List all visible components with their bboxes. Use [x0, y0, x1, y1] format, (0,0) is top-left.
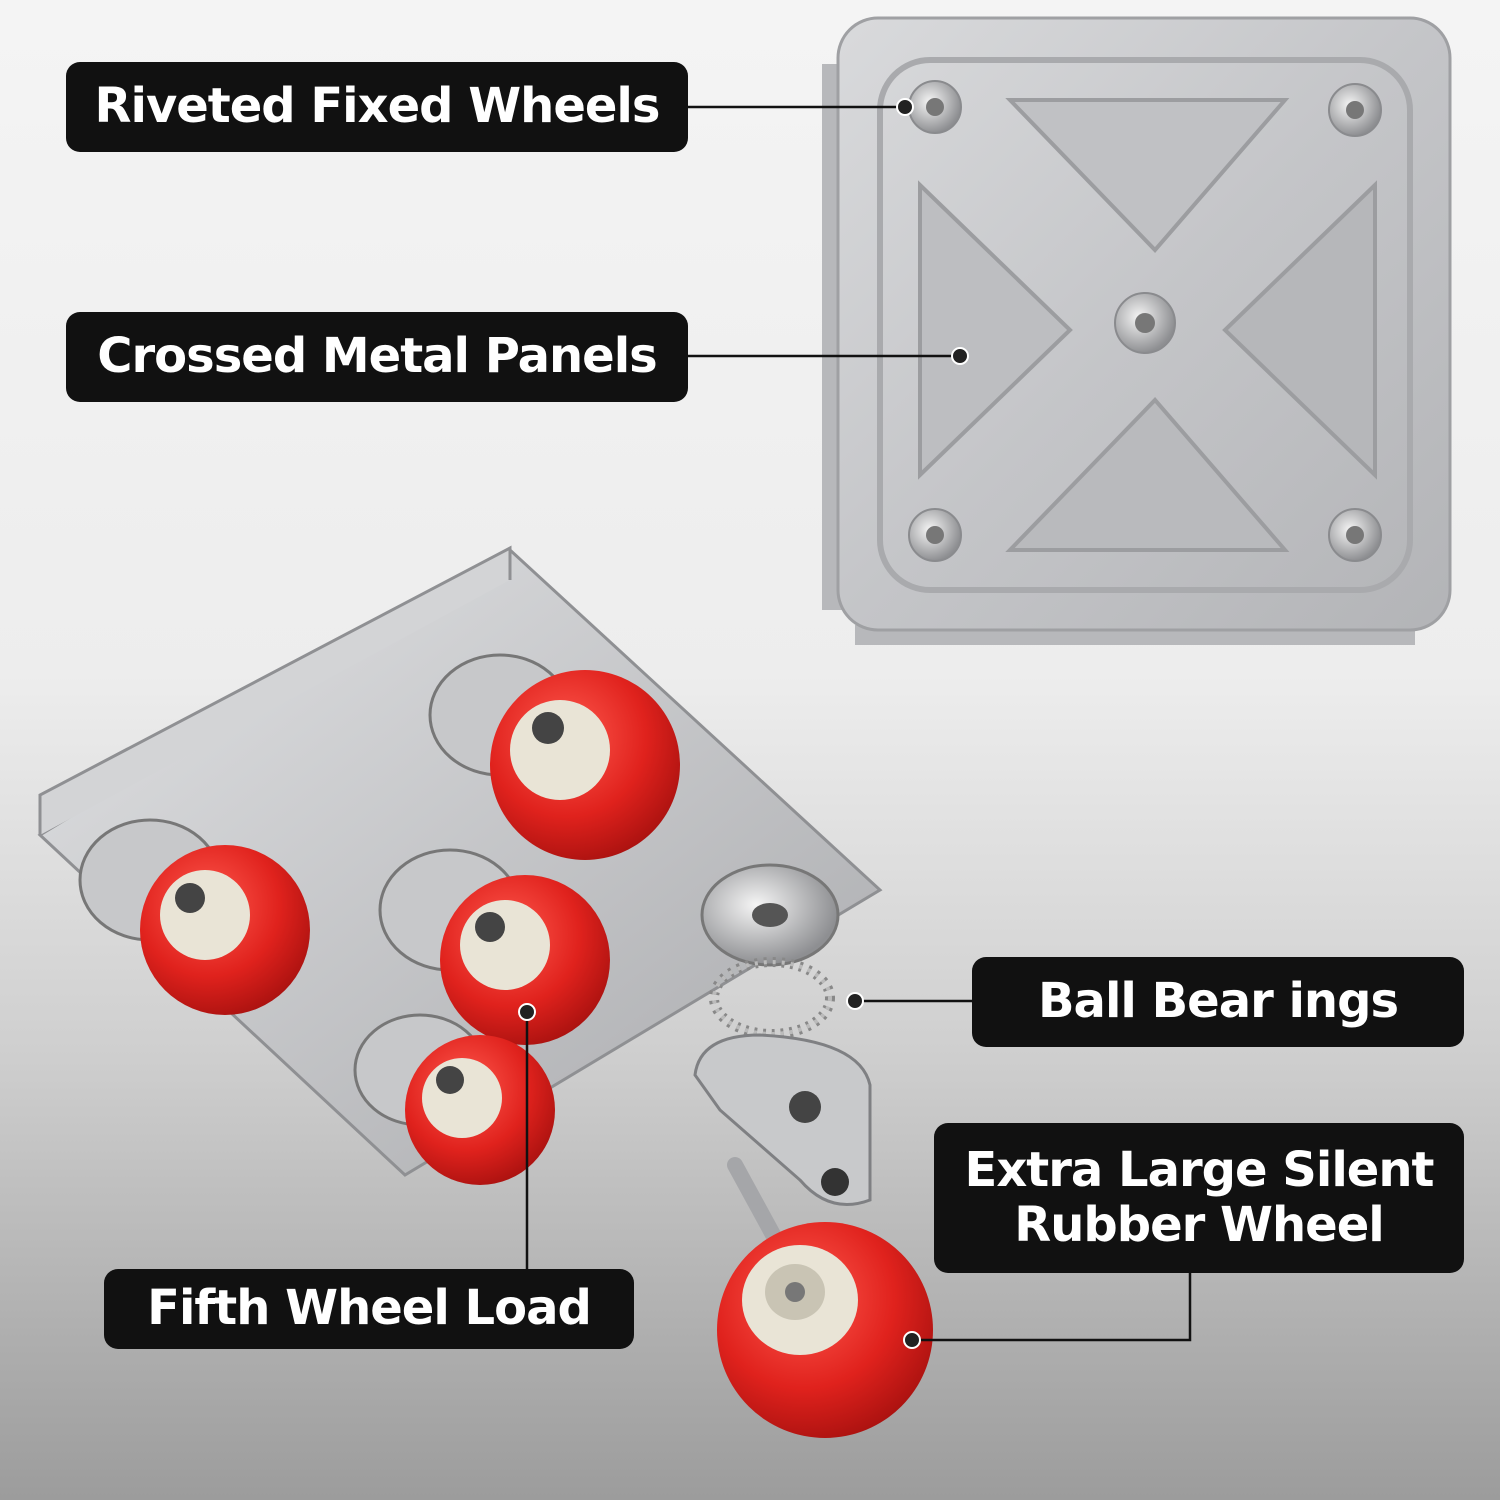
label-extra-large-rubber-wheel: Extra Large Silent Rubber Wheel — [934, 1123, 1464, 1273]
label-text-line2: Rubber Wheel — [1014, 1197, 1384, 1253]
label-text: Riveted Fixed Wheels — [94, 78, 661, 135]
large-rubber-wheel — [717, 1222, 933, 1438]
label-text: Ball Bear ings — [1037, 973, 1399, 1030]
label-riveted-fixed-wheels: Riveted Fixed Wheels — [66, 62, 688, 152]
label-ball-bearings: Ball Bear ings — [972, 957, 1464, 1047]
label-fifth-wheel-load: Fifth Wheel Load — [104, 1269, 634, 1349]
label-text-line1: Extra Large Silent — [964, 1141, 1435, 1198]
ball-bearing-ring — [709, 957, 835, 1039]
label-text: Fifth Wheel Load — [147, 1280, 592, 1337]
callout-dot-icon — [518, 98, 969, 1349]
bearing-washer — [700, 863, 840, 967]
label-crossed-metal-panels: Crossed Metal Panels — [66, 312, 688, 402]
rivet-icon — [908, 80, 1382, 562]
caster-wheel — [78, 653, 680, 1185]
label-text: Crossed Metal Panels — [97, 328, 657, 385]
callout-lines — [525, 105, 1192, 1342]
top-plate — [822, 16, 1452, 645]
